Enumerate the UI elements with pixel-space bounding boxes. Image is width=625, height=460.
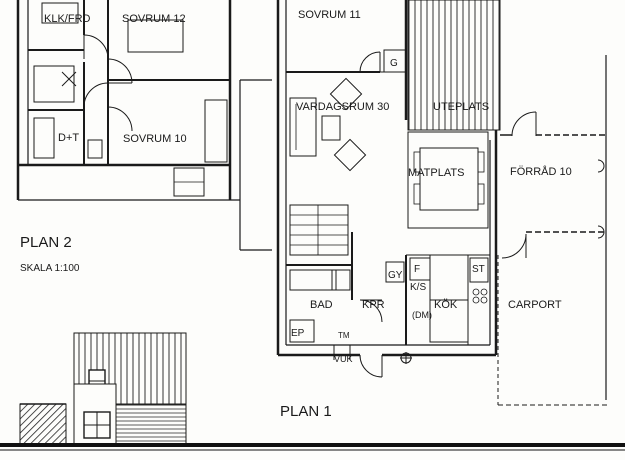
room-label-ep: EP <box>291 328 305 339</box>
room-label-forrad: FÖRRÅD 10 <box>510 165 572 178</box>
room-label-bad: BAD <box>310 299 333 311</box>
room-label-sovrum10: SOVRUM 10 <box>123 133 187 145</box>
room-label-f: F <box>414 264 420 275</box>
patio-deck <box>407 0 501 131</box>
room-label-kok: KÖK <box>434 299 458 311</box>
plan2-door-swings <box>83 34 133 132</box>
room-label-matplats: MATPLATS <box>408 167 464 179</box>
facade-elevation <box>19 332 187 445</box>
room-label-tm: TM <box>338 331 350 340</box>
room-label-klk: KLK/FRD <box>44 13 91 25</box>
room-label-sovrum11: SOVRUM 11 <box>298 9 361 21</box>
room-label-gy: GY <box>388 270 403 281</box>
room-label-vuk: VUK <box>334 354 353 364</box>
room-label-dt: D+T <box>58 132 79 144</box>
plan2-title: PLAN 2 <box>20 234 72 251</box>
plan2-walls <box>16 0 272 251</box>
plan1-door-swings <box>359 51 537 378</box>
room-label-vardagsrum: VARDAGSRUM 30 <box>296 101 389 113</box>
plan2-scale: SKALA 1:100 <box>20 263 80 274</box>
room-label-g: G <box>390 58 398 69</box>
plan1-title: PLAN 1 <box>280 403 332 420</box>
plan1-walls <box>276 0 498 364</box>
room-label-dm: (DM) <box>412 310 432 320</box>
room-label-st: ST <box>472 264 485 275</box>
room-label-sovrum12: SOVRUM 12 <box>122 13 186 25</box>
room-label-ks: K/S <box>410 282 426 293</box>
room-label-uteplats: UTEPLATS <box>433 101 489 113</box>
storage-carport-outline <box>497 55 610 406</box>
room-label-carport: CARPORT <box>508 299 562 311</box>
room-label-kpr: KPR <box>362 299 385 311</box>
